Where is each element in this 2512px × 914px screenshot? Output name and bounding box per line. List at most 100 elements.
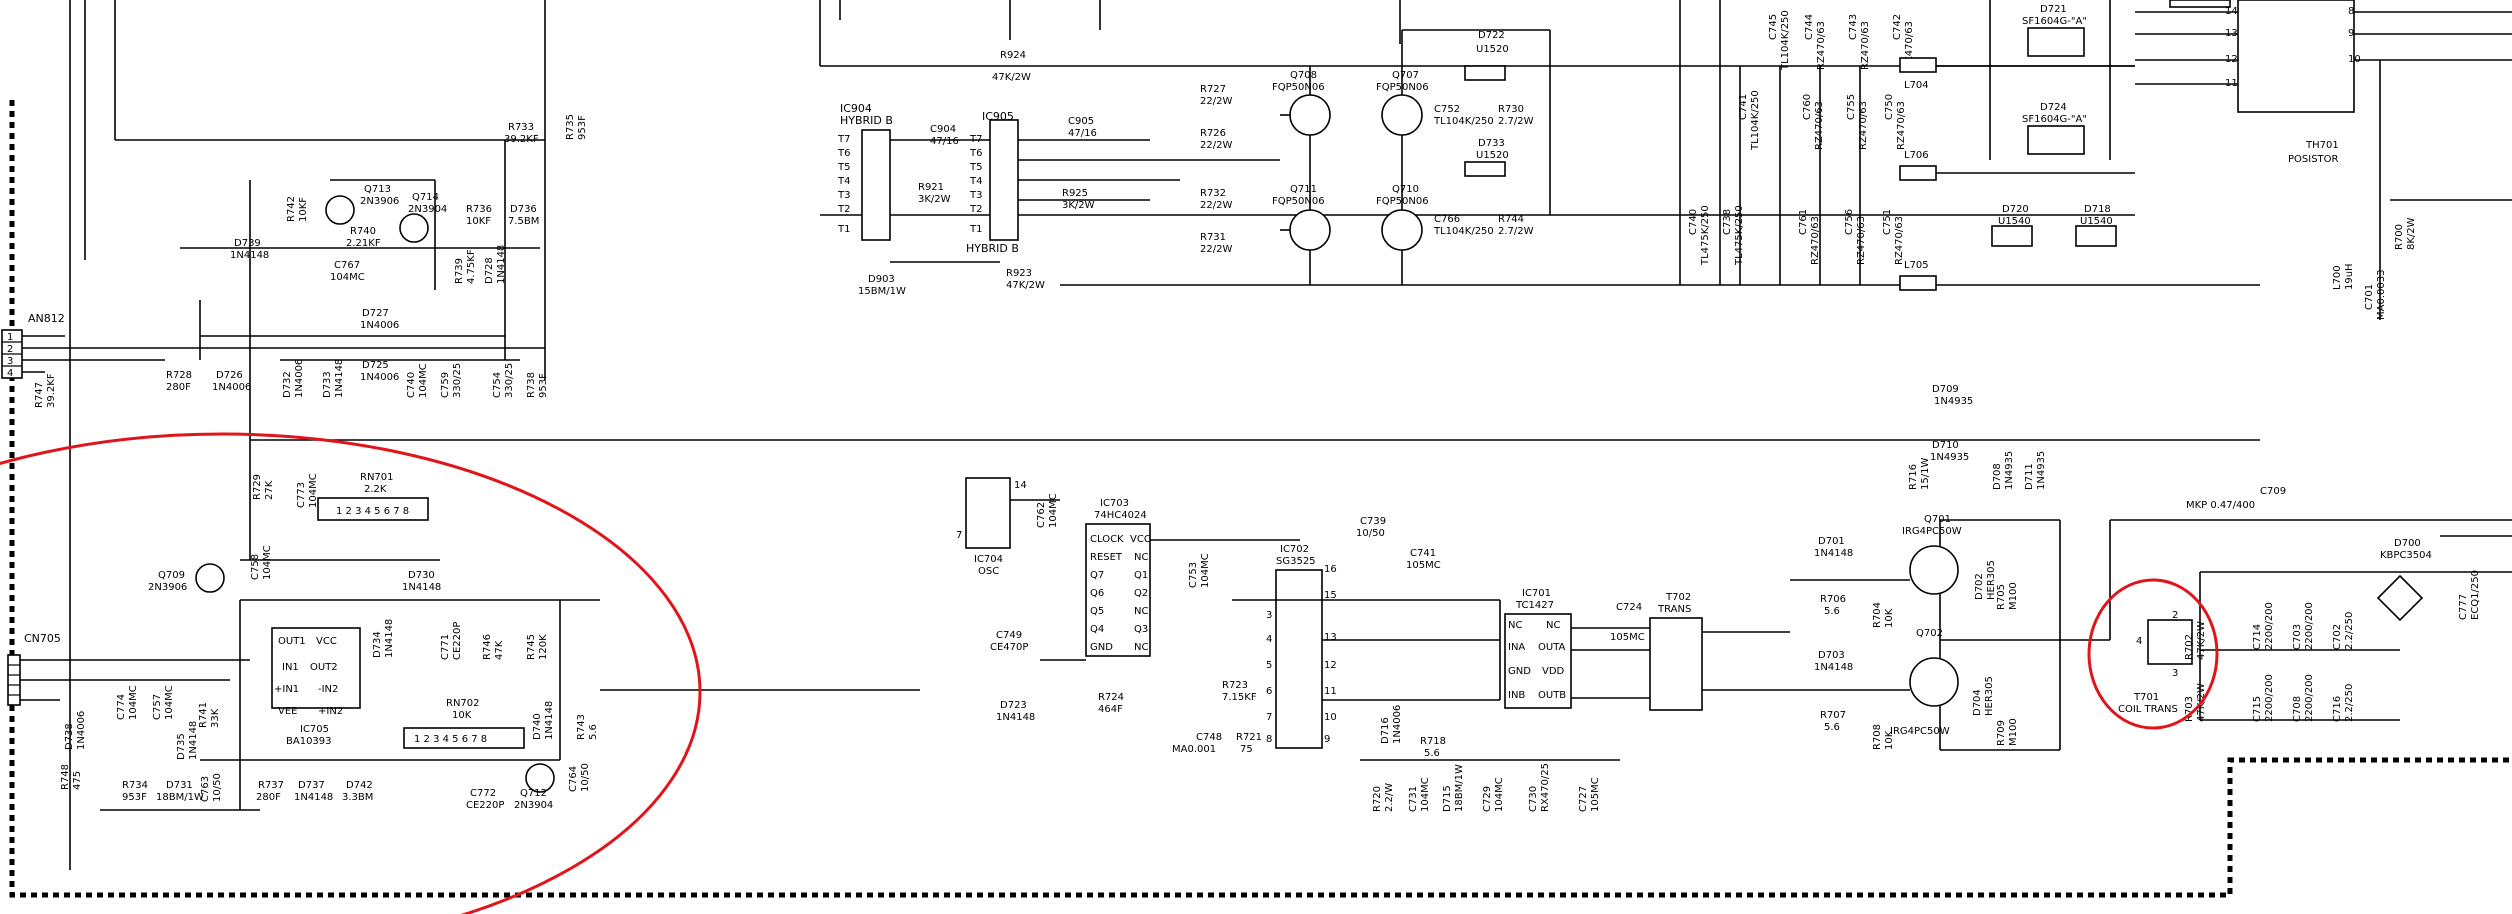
component-label: R720	[1372, 786, 1383, 812]
component-label: 2200/200	[2264, 602, 2275, 650]
component-label: RZ470/63	[1858, 101, 1869, 150]
component-label: 1N4935	[1934, 396, 1973, 407]
component-label: RZ470/63	[1894, 216, 1905, 265]
component-label: C905	[1068, 116, 1094, 127]
component-label: C772	[470, 788, 496, 799]
component-label: 2.2/250	[2344, 684, 2355, 722]
label-an812: AN812	[28, 312, 65, 325]
component-label: R744	[1498, 214, 1524, 225]
component-label: C743	[1848, 14, 1859, 40]
component-label: D702	[1974, 573, 1985, 600]
component-label: D733	[1478, 138, 1505, 149]
component-label: R747	[34, 382, 45, 408]
component-label: 1N4006	[1392, 705, 1403, 744]
component-label: D737	[298, 780, 325, 791]
component-label: R730	[1498, 104, 1524, 115]
component-label: C716	[2332, 696, 2343, 722]
component-label: U1540	[2080, 216, 2113, 227]
component-label: 1N4148	[996, 712, 1035, 723]
component-label: 1N4148	[544, 701, 555, 740]
component-label: VCC	[316, 636, 337, 647]
component-label: RZ470/63	[1860, 21, 1871, 70]
svg-text:11: 11	[1324, 686, 1337, 697]
component-label: R736	[466, 204, 492, 215]
component-label: IC704	[974, 554, 1003, 565]
component-label: 104MC	[164, 685, 175, 720]
component-label: C744	[1804, 14, 1815, 40]
component-label: R706	[1820, 594, 1846, 605]
svg-text:T6: T6	[837, 148, 850, 159]
component-label: 105MC	[1590, 777, 1601, 812]
component-label: MKP 0.47/400	[2186, 500, 2255, 511]
svg-text:4: 4	[2136, 636, 2142, 647]
component-label: RN701	[360, 472, 394, 483]
component-label: 1N4006	[360, 320, 399, 331]
component-label: C904	[930, 124, 956, 135]
component-label: IRG4PC50W	[1902, 526, 1962, 537]
component-label: D736	[510, 204, 537, 215]
component-label: C757	[152, 694, 163, 720]
component-label: D708	[1992, 463, 2003, 490]
svg-text:T3: T3	[969, 190, 982, 201]
ic703-pin-9: NC	[1134, 606, 1148, 617]
component-label: 3K/2W	[918, 194, 951, 205]
component-label: 7.15KF	[1222, 692, 1257, 703]
component-label: TL104K/250	[1780, 10, 1791, 71]
component-label: R723	[1222, 680, 1248, 691]
component-label: Q712	[520, 788, 547, 799]
component-label: POSISTOR	[2288, 154, 2339, 165]
component-label: C703	[2292, 624, 2303, 650]
component-label: 10K	[1884, 730, 1895, 750]
label-ic905: IC905	[982, 110, 1014, 123]
component-label: 2.2/250	[2344, 612, 2355, 650]
svg-text:16: 16	[1324, 564, 1337, 575]
component-label: 47K/2W	[992, 72, 1031, 83]
component-label: +IN1	[274, 684, 299, 695]
component-label: FQP50N06	[1272, 196, 1325, 207]
component-label: IC701	[1522, 588, 1551, 599]
component-label: R740	[350, 226, 376, 237]
component-label: 10KF	[298, 197, 309, 222]
component-label: 10/50	[1356, 528, 1385, 539]
component-label: Q702	[1916, 628, 1943, 639]
component-label: R737	[258, 780, 284, 791]
component-label: D718	[2084, 204, 2111, 215]
component-label: 1N4006	[76, 711, 87, 750]
component-label: C708	[2292, 696, 2303, 722]
component-label: C750	[1884, 94, 1895, 120]
component-label: C751	[1882, 209, 1893, 235]
component-label: C758	[250, 554, 261, 580]
ic701-pin-7: OUTB	[1538, 690, 1566, 701]
component-label: 105MC	[1610, 632, 1645, 643]
component-label: SF1604G-"A"	[2022, 114, 2087, 125]
component-label: D721	[2040, 4, 2067, 15]
component-label: C724	[1616, 602, 1642, 613]
component-label: 1N4935	[2036, 451, 2047, 490]
svg-text:T1: T1	[837, 224, 850, 235]
component-label: C760	[1802, 94, 1813, 120]
ic703-pin-6: Q6	[1090, 588, 1104, 599]
component-label: -IN2	[318, 684, 338, 695]
svg-text:1 2 3 4 5 6 7 8: 1 2 3 4 5 6 7 8	[414, 734, 487, 745]
component-label: 2N3906	[360, 196, 399, 207]
component-label: TH701	[2305, 140, 2339, 151]
component-label: D711	[2024, 463, 2035, 490]
svg-text:3: 3	[2172, 668, 2178, 679]
component-label: 104MC	[1420, 777, 1431, 812]
component-label: 2200/200	[2264, 674, 2275, 722]
svg-text:5: 5	[1266, 660, 1272, 671]
svg-text:7: 7	[1266, 712, 1272, 723]
component-label: D903	[868, 274, 895, 285]
component-label: C759	[440, 372, 451, 398]
component-label: R727	[1200, 84, 1226, 95]
component-label: 1N4935	[1930, 452, 1969, 463]
component-label: OSC	[978, 566, 999, 577]
component-label: 10KF	[466, 216, 491, 227]
component-label: C714	[2252, 624, 2263, 650]
component-label: R734	[122, 780, 148, 791]
svg-text:3: 3	[1266, 610, 1272, 621]
component-label: D723	[1000, 700, 1027, 711]
